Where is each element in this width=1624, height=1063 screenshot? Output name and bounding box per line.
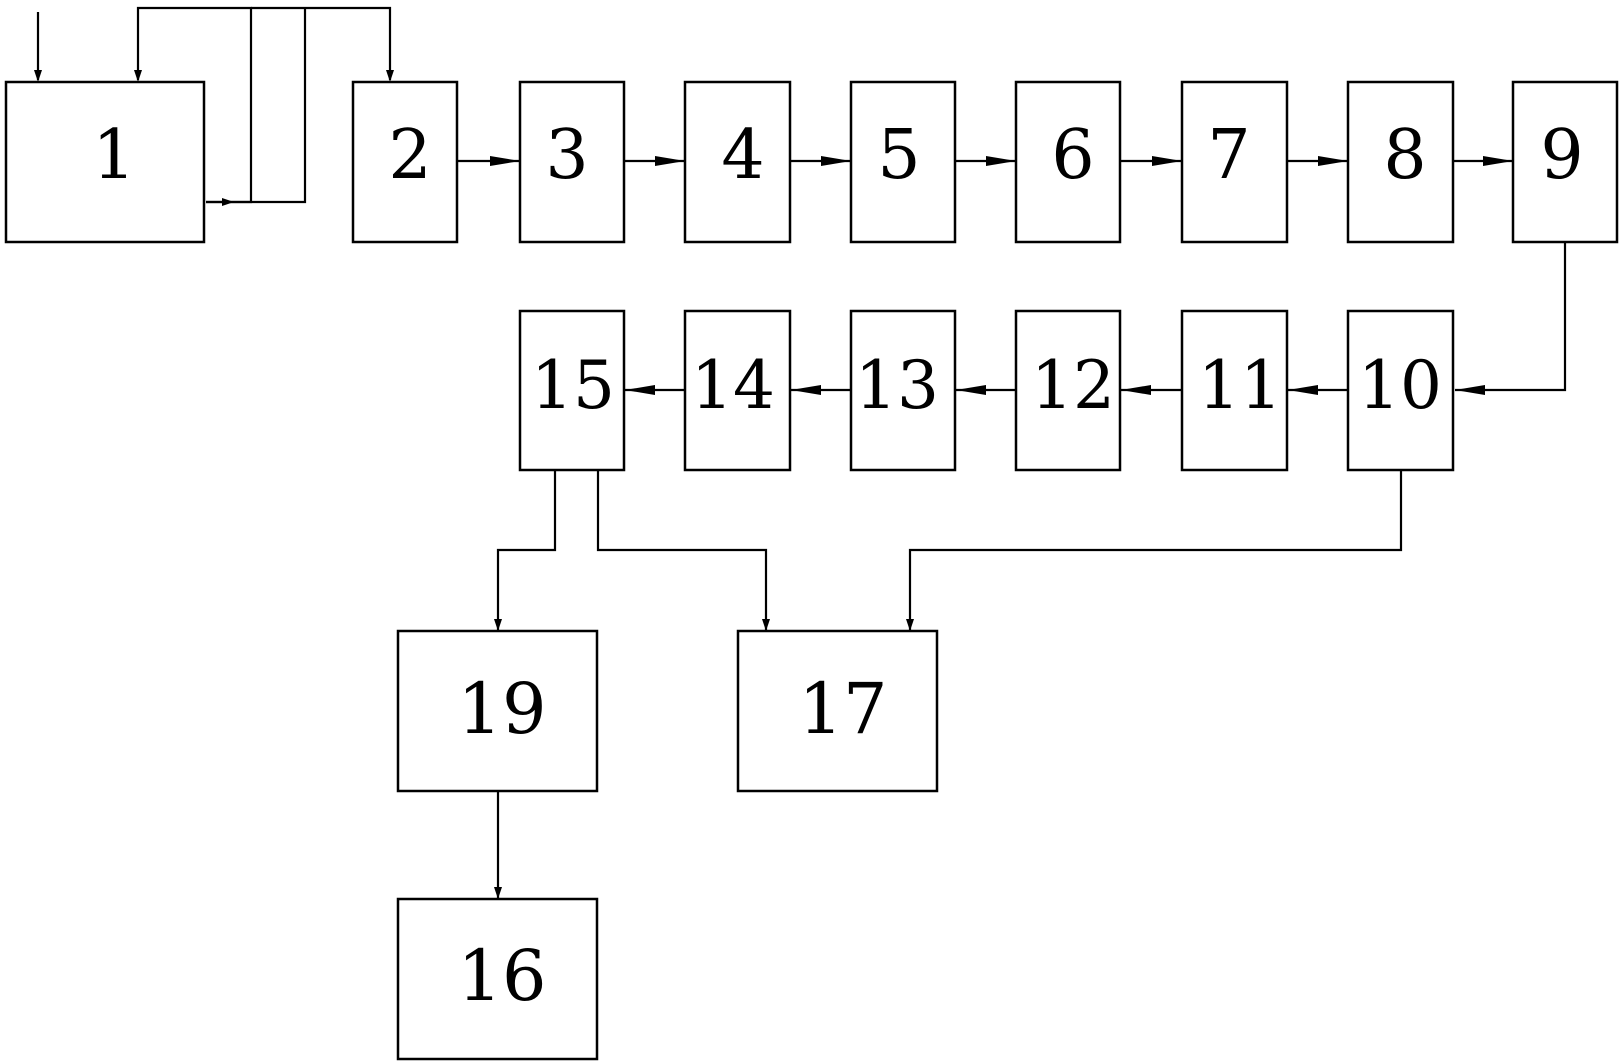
block-9 [1511,80,1619,244]
arrowhead-15 [625,385,655,395]
block-14-label: 14 [691,347,775,424]
arrowhead-17-right [906,619,914,631]
connector-9-to-10 [1455,242,1567,392]
block-17-label: 17 [798,668,887,750]
arrowhead-12 [1121,385,1151,395]
arrowhead-8 [1318,156,1348,166]
block-16 [396,897,599,1061]
block-11-label: 11 [1198,347,1282,424]
block-5-label: 5 [877,116,920,195]
block-15-label: 15 [531,347,615,424]
block-12-label: 12 [1031,347,1115,424]
arrowhead-into-2 [386,70,394,82]
block-2 [351,80,459,244]
block-2-label: 2 [388,116,431,195]
block-6-label: 6 [1051,116,1094,195]
block-labels: 1 2 3 4 5 6 7 8 9 10 11 12 13 14 15 19 1… [92,116,1583,1017]
arrowhead-4 [655,156,685,166]
arrowhead-3 [490,156,520,166]
connector-15-to-17 [596,470,768,630]
block-19 [396,629,599,793]
block-5 [849,80,957,244]
block-10 [1346,309,1455,472]
block-12 [1014,309,1122,472]
block-4-label: 4 [721,116,764,195]
arrowhead-input-1 [34,70,42,82]
block-19-label: 19 [457,668,546,750]
arrowhead-into-1-loop [222,198,234,206]
arrowhead-5 [821,156,851,166]
block-7 [1180,80,1289,244]
block-10-label: 10 [1358,347,1442,424]
arrowhead-7 [1152,156,1182,166]
block-6 [1014,80,1122,244]
block-11 [1180,309,1289,472]
arrowheads [34,70,1513,899]
blocks [4,80,1619,1061]
arrowhead-9 [1483,156,1513,166]
connector-10-to-17 [908,470,1403,630]
block-13 [849,309,957,472]
block-16-label: 16 [457,935,546,1017]
block-8 [1346,80,1455,244]
arrowhead-11 [1288,385,1318,395]
arrowhead-16 [494,887,502,899]
block-7-label: 7 [1207,116,1250,195]
block-4 [683,80,792,244]
block-17 [736,629,939,793]
arrowhead-13 [956,385,986,395]
arrowhead-14 [791,385,821,395]
block-3-label: 3 [545,116,588,195]
block-1 [4,80,206,244]
block-9-label: 9 [1540,116,1583,195]
arrowhead-19 [494,619,502,631]
arrowhead-loop-1 [134,70,142,82]
block-8-label: 8 [1383,116,1426,195]
arrowhead-10 [1455,385,1485,395]
arrowhead-6 [986,156,1016,166]
connector-1-to-2 [251,6,392,80]
connector-15-to-19 [496,470,557,630]
block-14 [683,309,792,472]
connector-1-loop-b [206,8,307,204]
arrowhead-17-left [762,619,770,631]
block-1-label: 1 [92,116,135,195]
block-13-label: 13 [855,347,939,424]
block-3 [518,80,626,244]
block-15 [518,309,626,472]
